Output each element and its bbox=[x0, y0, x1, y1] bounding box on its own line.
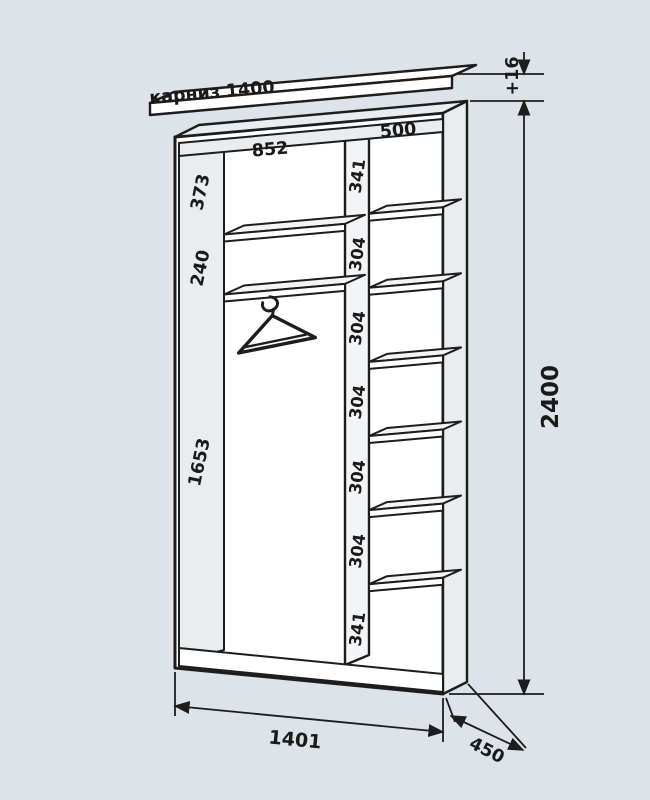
top-deck-panel bbox=[173, 99, 469, 139]
right-gap-6-label: 304 bbox=[346, 533, 370, 570]
hanger-icon bbox=[236, 295, 317, 355]
right-section-width-label: 500 bbox=[379, 119, 417, 142]
right-gap-1-label: 341 bbox=[346, 158, 370, 195]
right-shelf-1 bbox=[368, 198, 462, 222]
left-shelf-2 bbox=[223, 273, 366, 303]
bottom-panel bbox=[178, 647, 444, 693]
right-shelf-4 bbox=[368, 420, 462, 444]
height-dimension: +16 2400 bbox=[449, 52, 564, 696]
right-gap-3-label: 304 bbox=[346, 310, 370, 347]
total-height-label: 2400 bbox=[538, 365, 564, 429]
depth-dimension: 450 bbox=[445, 683, 527, 768]
right-gap-5-label: 304 bbox=[346, 459, 370, 496]
right-side-panel bbox=[441, 99, 469, 696]
right-gap-2-label: 304 bbox=[346, 236, 370, 273]
left-shelf-1 bbox=[223, 213, 366, 243]
total-width-label: 1401 bbox=[268, 727, 323, 754]
cornice-board bbox=[148, 63, 478, 117]
right-shelf-5 bbox=[368, 494, 462, 519]
right-shelf-3 bbox=[368, 346, 462, 370]
width-dimension: 1401 bbox=[173, 672, 445, 754]
top-inner-band bbox=[178, 118, 444, 157]
right-gap-7-label: 341 bbox=[346, 611, 370, 648]
cornice-front-face bbox=[148, 74, 454, 117]
right-shelf-6 bbox=[368, 568, 462, 593]
left-section-width-label: 852 bbox=[251, 138, 289, 161]
right-gap-4-label: 304 bbox=[346, 384, 370, 421]
left-side-inner-panel bbox=[178, 142, 225, 663]
right-shelf-2 bbox=[368, 272, 462, 296]
cabinet-body bbox=[173, 99, 469, 696]
cornice-extra-height-label: +16 bbox=[503, 56, 523, 95]
